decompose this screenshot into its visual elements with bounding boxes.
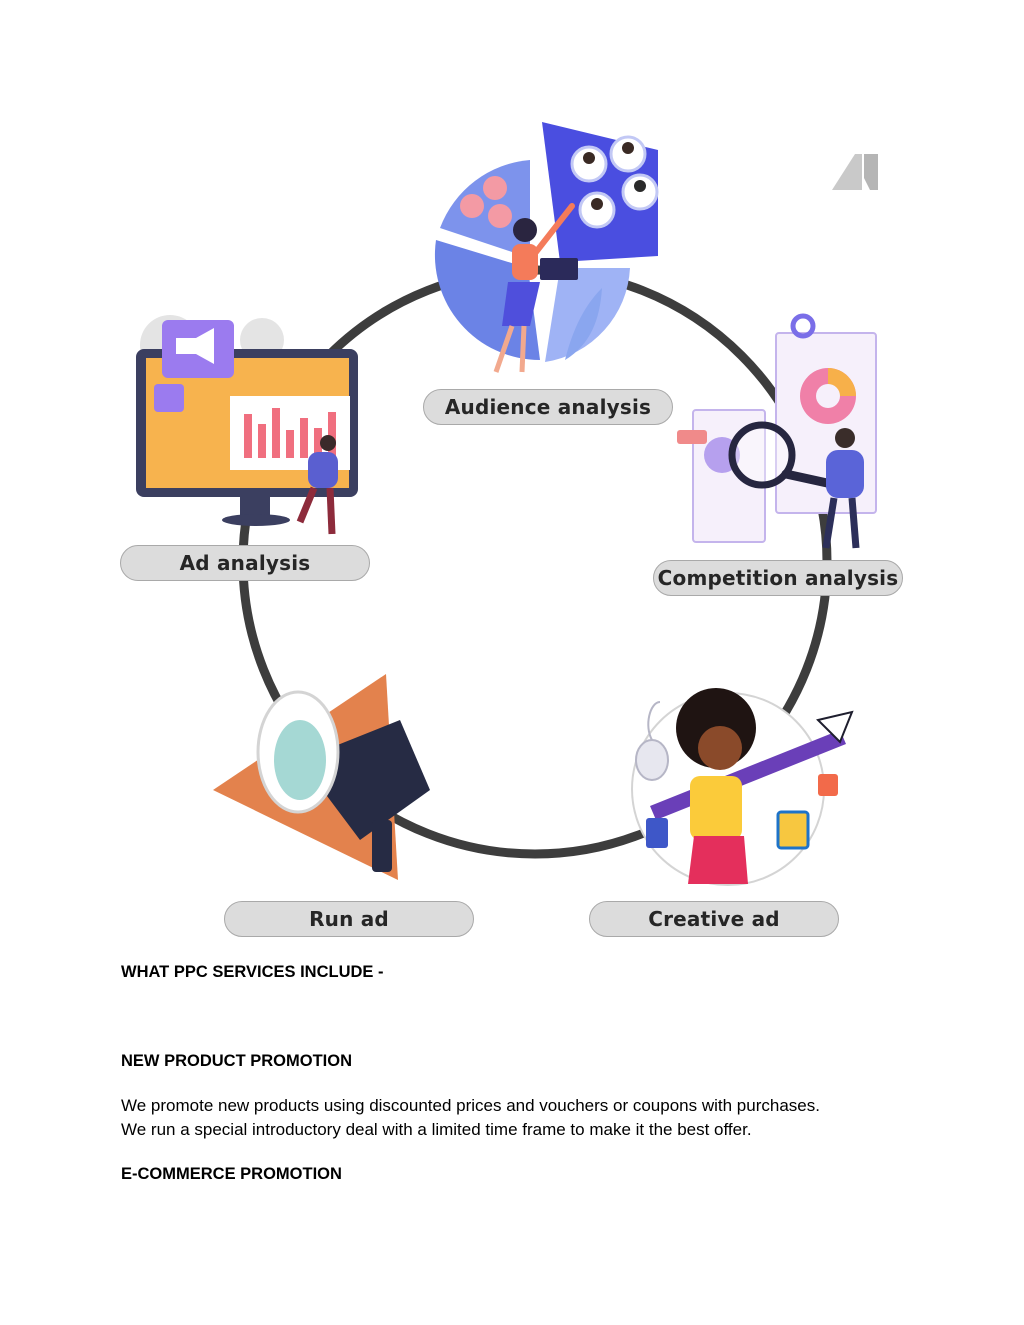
step-pill-ad-analysis: Ad analysis xyxy=(120,545,370,581)
competition-magnifier-illustration xyxy=(677,313,877,549)
diagram-canvas xyxy=(136,122,878,886)
new-product-promotion-line-1: We promote new products using discounted… xyxy=(121,1096,820,1115)
brand-logo-icon xyxy=(832,154,878,190)
step-pill-competition-analysis: Competition analysis xyxy=(653,560,903,596)
new-product-promotion-heading: NEW PRODUCT PROMOTION xyxy=(121,1052,352,1070)
monitor-dashboard-illustration xyxy=(136,315,358,535)
step-pill-audience-analysis: Audience analysis xyxy=(423,389,673,425)
creative-artist-illustration xyxy=(631,688,854,886)
new-product-promotion-line-2: We run a special introductory deal with … xyxy=(121,1120,752,1139)
megaphone-illustration xyxy=(213,674,430,880)
ecommerce-promotion-heading: E-COMMERCE PROMOTION xyxy=(121,1165,342,1183)
step-pill-creative-ad: Creative ad xyxy=(589,901,839,937)
section-title: WHAT PPC SERVICES INCLUDE - xyxy=(121,963,384,981)
ppc-cycle-diagram: Audience analysis Competition analysis C… xyxy=(120,122,903,937)
audience-chart-illustration xyxy=(434,122,659,373)
step-pill-run-ad: Run ad xyxy=(224,901,474,937)
